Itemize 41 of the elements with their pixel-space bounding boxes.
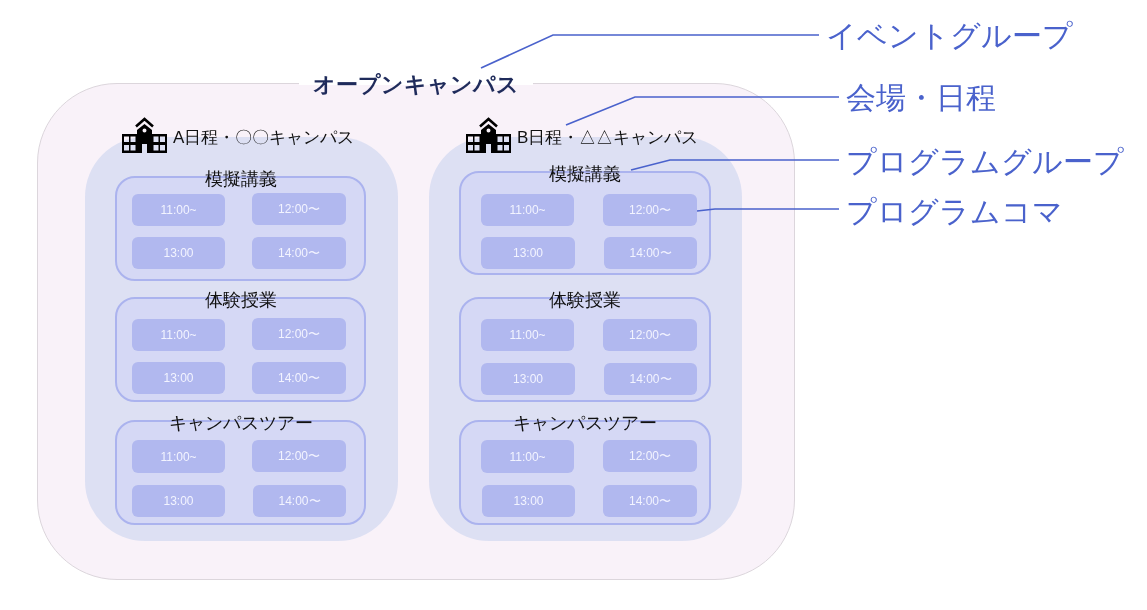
time-slot: 11:00~ <box>132 194 225 226</box>
time-slot: 11:00~ <box>132 440 225 473</box>
time-slot: 14:00〜 <box>252 237 346 269</box>
event-title: オープンキャンパス <box>299 71 533 99</box>
time-slot: 12:00〜 <box>252 193 346 225</box>
group-title: 模擬講義 <box>204 168 277 190</box>
group-title: キャンパスツアー <box>513 412 657 434</box>
callout-label: 会場・日程 <box>846 80 996 116</box>
group-title: 体験授業 <box>204 289 277 311</box>
time-slot: 14:00〜 <box>604 363 697 395</box>
group-title: キャンパスツアー <box>168 412 313 434</box>
venue-title: B日程・△△キャンパス <box>517 127 699 149</box>
leader-line <box>480 34 820 69</box>
time-slot: 13:00 <box>132 237 225 269</box>
leader-line <box>630 159 840 171</box>
time-slot: 12:00〜 <box>603 440 697 472</box>
time-slot: 13:00 <box>481 237 575 269</box>
group-title: 模擬講義 <box>549 163 621 185</box>
time-slot: 12:00〜 <box>603 319 697 351</box>
time-slot: 11:00~ <box>481 319 574 351</box>
time-slot: 14:00〜 <box>603 485 697 517</box>
time-slot: 11:00~ <box>481 440 574 473</box>
callout-label: イベントグループ <box>826 18 1073 54</box>
leader-line <box>696 208 840 212</box>
time-slot: 11:00~ <box>132 319 225 351</box>
time-slot: 14:00〜 <box>604 237 697 269</box>
time-slot: 13:00 <box>482 485 575 517</box>
time-slot: 12:00〜 <box>252 440 346 472</box>
callout-label: プログラムグループ <box>846 144 1124 180</box>
time-slot: 12:00〜 <box>252 318 346 350</box>
time-slot: 14:00〜 <box>252 362 346 394</box>
time-slot: 12:00〜 <box>603 194 697 226</box>
venue-title: A日程・〇〇キャンパス <box>173 127 355 149</box>
time-slot: 13:00 <box>132 362 225 394</box>
leader-line <box>565 96 840 126</box>
callout-label: プログラムコマ <box>846 194 1063 230</box>
time-slot: 14:00〜 <box>253 485 346 517</box>
time-slot: 13:00 <box>481 363 575 395</box>
time-slot: 11:00~ <box>481 194 574 226</box>
group-title: 体験授業 <box>549 289 621 311</box>
time-slot: 13:00 <box>132 485 225 517</box>
